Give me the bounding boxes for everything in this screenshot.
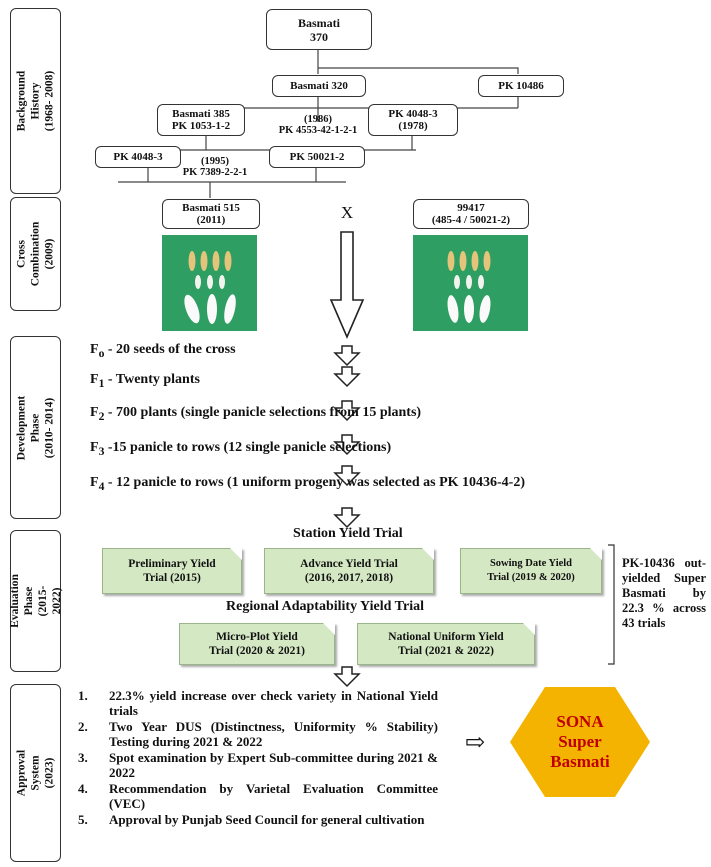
approval-item: 4.Recommendation by Varietal Evaluation … — [78, 781, 438, 811]
basmati-515-grain-photo — [162, 235, 257, 331]
cross-1986-label: (1986) PK 4553-42-1-2-1 — [278, 114, 358, 136]
phase-development: Development Phase (2010- 2014) — [10, 336, 61, 519]
basmati-385-box: Basmati 385 PK 1053-1-2 — [157, 104, 245, 136]
small-down-arrow-3 — [333, 400, 361, 422]
small-down-arrow-6 — [333, 507, 361, 529]
phase-background-history: Background History (1968- 2008) — [10, 8, 61, 194]
basmati-515-box: Basmati 515 (2011) — [162, 199, 260, 229]
pk-4048-3-1978-box: PK 4048-3 (1978) — [368, 104, 458, 136]
right-arrow-icon: ⇨ — [464, 730, 486, 756]
small-down-arrow-7 — [333, 666, 361, 688]
connector-1986-merge — [160, 133, 416, 151]
micro-plot-yield-trial-box: Micro-Plot Yield Trial (2020 & 2021) — [179, 623, 335, 665]
generation-f3: F3 -15 panicle to rows (12 single panicl… — [90, 440, 392, 458]
approval-item: 2.Two Year DUS (Distinctness, Uniformity… — [78, 719, 438, 749]
small-down-arrow-2 — [333, 366, 361, 388]
approval-list: 1.22.3% yield increase over check variet… — [78, 688, 438, 828]
pk-4048-3-box: PK 4048-3 — [95, 146, 181, 168]
phase-cross-combination: Cross Combination (2009) — [10, 197, 61, 311]
basmati-370-box: Basmati 370 — [266, 9, 372, 50]
approval-item: 5.Approval by Punjab Seed Council for ge… — [78, 812, 425, 827]
generation-f2: F2 - 700 plants (single panicle selectio… — [90, 405, 422, 423]
advance-yield-trial-box: Advance Yield Trial (2016, 2017, 2018) — [264, 548, 434, 594]
sowing-date-yield-trial-box: Sowing Date Yield Trial (2019 & 2020) — [460, 548, 602, 594]
station-yield-trial-heading: Station Yield Trial — [293, 526, 403, 541]
line-99417-box: 99417 (485-4 / 50021-2) — [413, 199, 529, 229]
evaluation-bracket — [608, 544, 615, 665]
regional-adaptability-heading: Regional Adaptability Yield Trial — [226, 599, 424, 614]
cross-symbol: X — [340, 203, 354, 222]
pk-50021-2-box: PK 50021-2 — [269, 146, 365, 168]
national-uniform-yield-trial-box: National Uniform Yield Trial (2021 & 202… — [357, 623, 535, 665]
generation-f4: F4 - 12 panicle to rows (1 uniform proge… — [90, 475, 525, 493]
generation-f1: F1 - Twenty plants — [90, 372, 200, 390]
small-down-arrow-4 — [333, 434, 361, 456]
large-down-arrow — [329, 231, 365, 340]
phase-approval: Approval System (2023) — [10, 684, 61, 862]
pk-10486-box: PK 10486 — [478, 75, 564, 97]
connector-1995-merge — [118, 166, 346, 198]
connector-370-pk10486 — [318, 67, 519, 74]
preliminary-yield-trial-box: Preliminary Yield Trial (2015) — [102, 548, 242, 594]
approval-item: 3.Spot examination by Expert Sub-committ… — [78, 750, 438, 780]
sona-super-basmati-badge: SONA Super Basmati — [510, 687, 650, 797]
yield-note: PK-10436 out-yielded Super Basmati by 22… — [622, 556, 706, 630]
variety-name: SONA Super Basmati — [550, 712, 610, 771]
approval-item: 1.22.3% yield increase over check variet… — [78, 688, 438, 718]
generation-f0: Fo - 20 seeds of the cross — [90, 342, 236, 360]
phase-evaluation: Evaluation Phase (2015- 2022) — [9, 530, 63, 672]
small-down-arrow-5 — [333, 465, 361, 487]
basmati-320-box: Basmati 320 — [272, 75, 366, 97]
small-down-arrow-1 — [333, 345, 361, 367]
connector-320-merge — [230, 96, 519, 122]
line-99417-grain-photo — [413, 235, 528, 331]
cross-1995-label: (1995) PK 7389-2-2-1 — [182, 156, 248, 178]
